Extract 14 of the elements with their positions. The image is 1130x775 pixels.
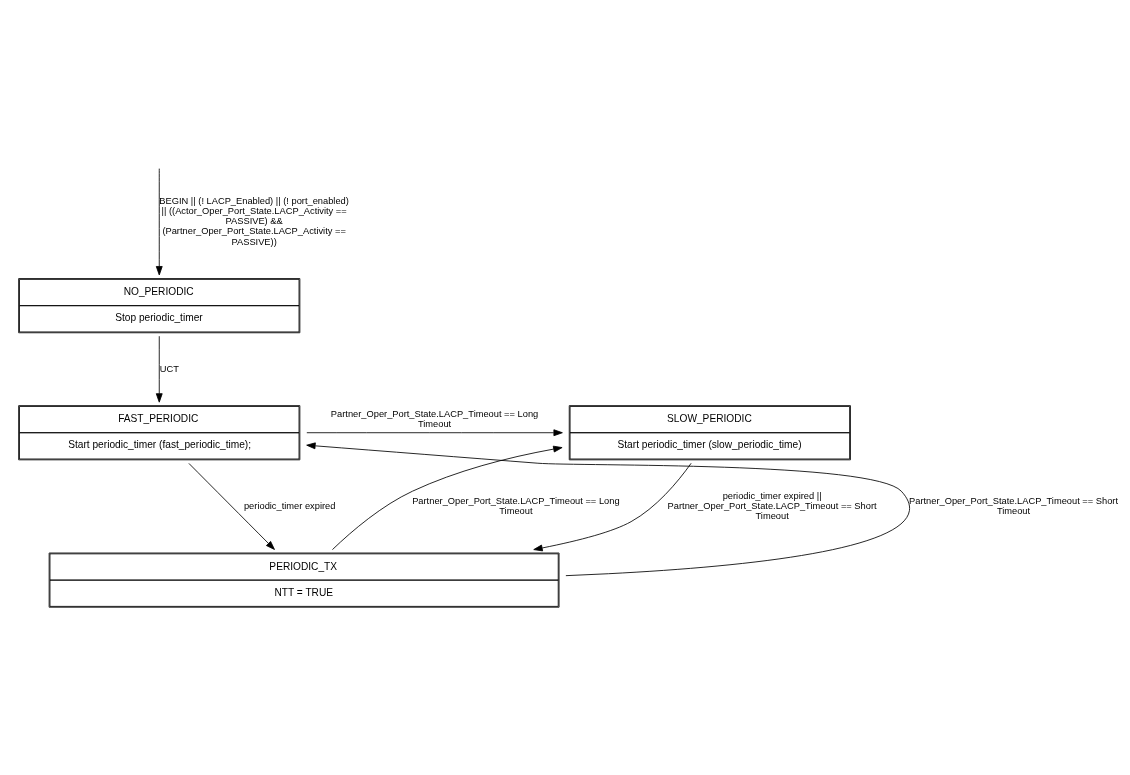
arrow: [155, 335, 163, 403]
arrow: [155, 167, 163, 275]
edge-label: Partner_Oper_Port_State.LACP_Timeout == Long Timeout: [330, 408, 539, 429]
edge-label: Partner_Oper_Port_State.LACP_Timeout == Short Timeout: [909, 495, 1118, 516]
arrow: [533, 462, 692, 551]
arrow: [306, 428, 563, 436]
arrow: [188, 462, 275, 550]
edge-label: UCT: [159, 363, 179, 374]
arrow: [332, 445, 563, 550]
arrow: [306, 441, 910, 576]
edge-label: periodic_timer expired: [243, 500, 336, 511]
edge-label: BEGIN || (! LACP_Enabled) || (! port_enabled) || ((Actor_Oper_Port_State.LACP_Activity == PASSIVE) && (Partner_Oper_Port_State.LACP_Activity == PASSIVE)): [159, 195, 349, 247]
edge-label: Partner_Oper_Port_State.LACP_Timeout == Long Timeout: [412, 495, 620, 516]
edge-label: periodic_timer expired || Partner_Oper_Port_State.LACP_Timeout == Short Timeout: [667, 490, 877, 521]
